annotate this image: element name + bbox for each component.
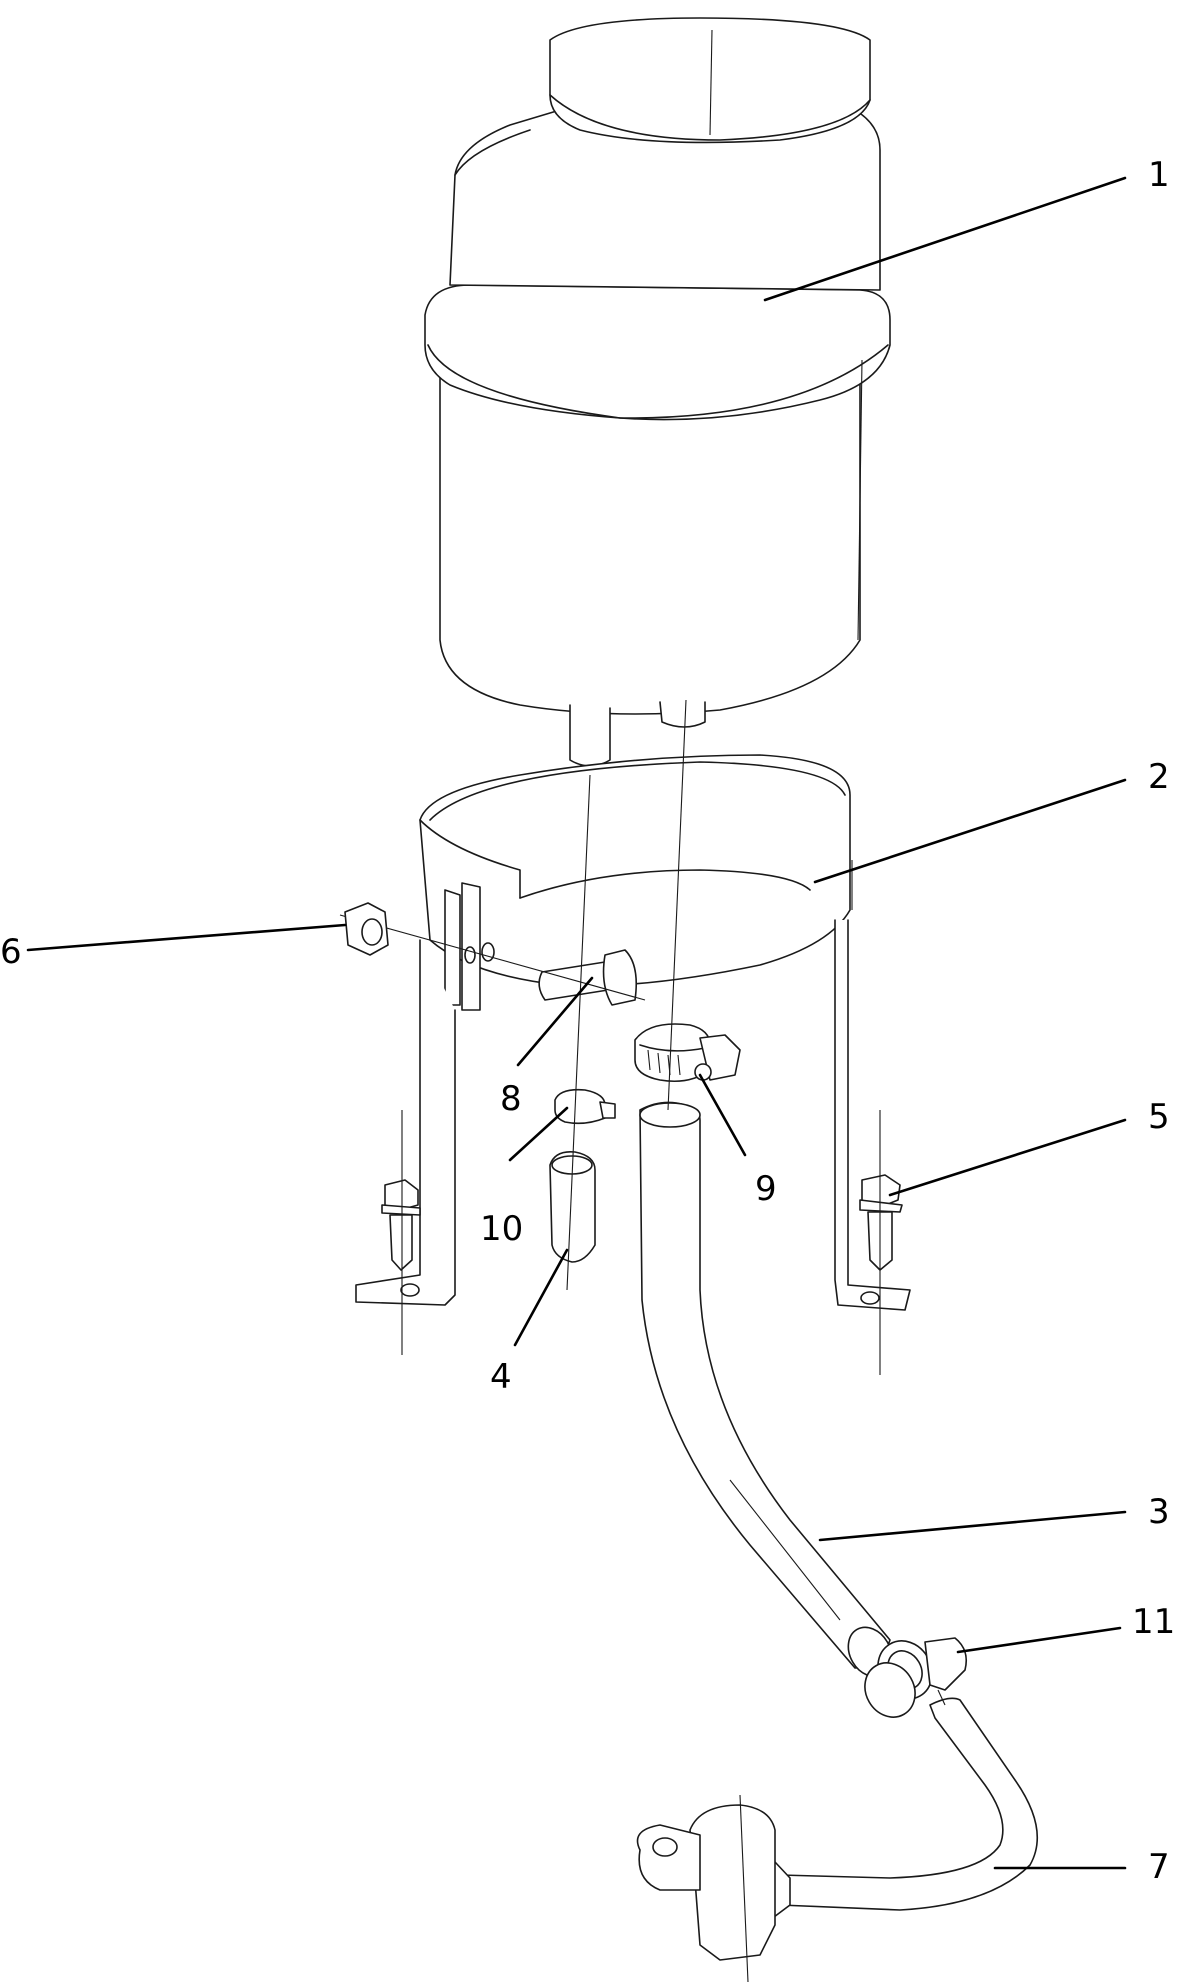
center-axes bbox=[566, 699, 687, 1291]
leader-2 bbox=[813, 778, 1127, 884]
leader-3 bbox=[818, 1510, 1127, 1542]
callout-3: 3 bbox=[1148, 1492, 1170, 1532]
part-hose-clamp-large bbox=[634, 1023, 741, 1083]
part-reservoir bbox=[424, 17, 891, 767]
part-hose-clamp-small bbox=[864, 1637, 968, 1718]
part-small-clamp bbox=[554, 1088, 616, 1125]
part-nut bbox=[344, 902, 389, 956]
leader-6 bbox=[26, 923, 347, 952]
part-small-hose bbox=[549, 1150, 596, 1263]
callout-2: 2 bbox=[1148, 757, 1170, 797]
callout-8: 8 bbox=[500, 1079, 522, 1119]
callout-10: 10 bbox=[480, 1209, 524, 1249]
part-metal-pipe bbox=[636, 1689, 1038, 1983]
callout-9: 9 bbox=[755, 1169, 777, 1209]
callout-7: 7 bbox=[1148, 1847, 1170, 1887]
part-bolt bbox=[339, 914, 646, 1006]
leader-1 bbox=[763, 176, 1127, 302]
part-bracket bbox=[355, 754, 911, 1311]
leader-8 bbox=[516, 976, 594, 1067]
part-screw-left bbox=[381, 1110, 421, 1355]
leader-4 bbox=[513, 1248, 569, 1347]
callout-1: 1 bbox=[1148, 155, 1170, 195]
leader-9 bbox=[698, 1073, 747, 1157]
leader-10 bbox=[508, 1106, 569, 1162]
part-screw-right bbox=[859, 1110, 903, 1375]
callout-11: 11 bbox=[1132, 1602, 1176, 1642]
callout-5: 5 bbox=[1148, 1097, 1170, 1137]
callout-6: 6 bbox=[0, 932, 22, 972]
leader-5 bbox=[888, 1118, 1127, 1197]
leader-11 bbox=[956, 1626, 1122, 1654]
leader-lines bbox=[26, 176, 1127, 1870]
callout-4: 4 bbox=[490, 1357, 512, 1397]
